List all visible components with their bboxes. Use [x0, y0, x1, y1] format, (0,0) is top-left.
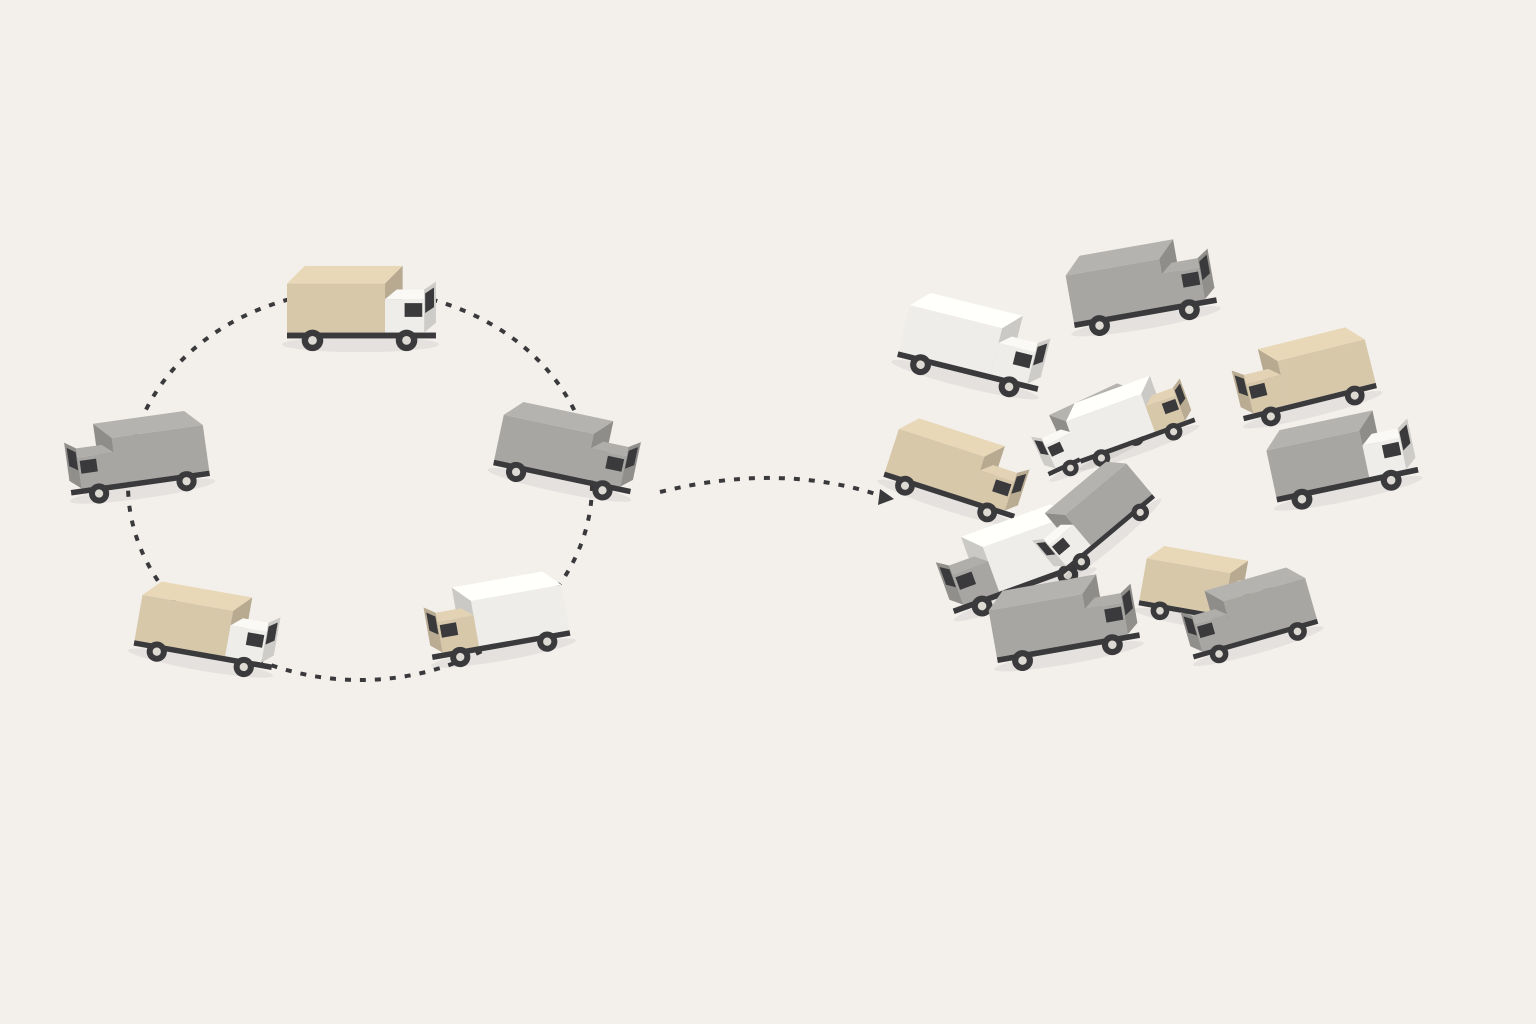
wheel — [146, 641, 167, 662]
window — [79, 458, 98, 474]
truck-cab — [990, 336, 1051, 384]
window — [1052, 537, 1071, 556]
wheel — [1131, 503, 1150, 522]
wheel — [1380, 469, 1402, 491]
windshield — [1033, 343, 1048, 366]
wheel — [301, 329, 324, 352]
wheel — [450, 646, 471, 668]
wheel — [977, 502, 998, 523]
wheel — [1089, 315, 1110, 337]
windshield — [939, 566, 957, 588]
wheel — [971, 595, 993, 617]
truck-cab — [1231, 368, 1289, 414]
wheel — [998, 376, 1020, 398]
windshield — [1036, 542, 1056, 556]
truck — [64, 410, 216, 504]
truck — [1032, 461, 1162, 582]
jammed-fleet — [877, 239, 1423, 672]
transition-dotted-arrow — [659, 476, 883, 498]
truck-cab — [935, 556, 1000, 605]
window — [1197, 622, 1216, 639]
wheel — [505, 461, 527, 483]
wheel — [233, 656, 254, 678]
wheel — [176, 471, 197, 492]
truck-cab — [1032, 524, 1091, 567]
windshield — [1183, 616, 1197, 636]
wheel — [1101, 634, 1123, 656]
window — [404, 303, 423, 317]
window — [439, 622, 459, 638]
wheel — [1291, 488, 1313, 510]
wheel — [1344, 385, 1365, 406]
truck-cab — [970, 465, 1030, 511]
windshield — [66, 447, 79, 471]
windshield — [425, 287, 434, 313]
truck-cab — [1084, 583, 1138, 641]
wheel — [1288, 622, 1307, 641]
wheel — [1260, 406, 1281, 427]
truck-cab — [1362, 418, 1416, 478]
windshield — [1122, 589, 1133, 616]
window — [1104, 606, 1124, 623]
truck-cab — [225, 617, 281, 663]
window — [605, 455, 625, 472]
window — [955, 571, 977, 590]
truck-cab — [1180, 609, 1236, 652]
truck — [423, 571, 576, 668]
truck — [487, 402, 641, 502]
wheel — [537, 631, 558, 652]
ordered-fleet — [64, 265, 641, 678]
wheel — [910, 354, 932, 376]
windshield — [1011, 473, 1027, 494]
truck — [877, 418, 1030, 527]
window — [1381, 441, 1402, 459]
truck-cab — [64, 442, 119, 489]
window — [1181, 271, 1201, 288]
wheel — [1012, 650, 1033, 672]
truck — [1180, 567, 1324, 667]
truck — [1266, 410, 1423, 511]
truck-cab — [584, 441, 641, 487]
truck — [1065, 239, 1221, 337]
window — [1047, 441, 1065, 457]
cargo-box — [451, 571, 570, 647]
wheel — [1178, 299, 1200, 321]
truck — [128, 581, 281, 678]
wheel — [895, 475, 915, 496]
wheel — [395, 329, 418, 352]
windshield — [265, 622, 278, 645]
wheel — [88, 483, 110, 504]
wheel — [1164, 422, 1183, 441]
windshield — [426, 612, 439, 635]
chassis — [287, 332, 436, 339]
truck-cab — [385, 281, 436, 333]
truck-cab — [1145, 378, 1192, 432]
wheel — [1209, 644, 1229, 664]
window — [992, 479, 1012, 497]
truck — [282, 265, 439, 353]
wheel — [1150, 601, 1170, 621]
window — [1012, 351, 1033, 369]
windshield — [1399, 424, 1411, 451]
window — [245, 632, 265, 648]
wheel — [592, 480, 613, 501]
wheel — [1072, 552, 1091, 571]
truck — [1231, 327, 1383, 429]
windshield — [1234, 375, 1249, 397]
windshield — [1034, 440, 1049, 456]
windshield — [624, 447, 639, 469]
truck — [891, 292, 1051, 400]
window — [1161, 398, 1180, 415]
truck-cab — [423, 607, 479, 653]
arrow-head-icon — [878, 489, 894, 505]
wheel — [1062, 459, 1079, 477]
truck-cab — [1161, 248, 1215, 306]
windshield — [1174, 383, 1186, 406]
windshield — [1199, 254, 1210, 281]
truck — [1066, 375, 1200, 471]
window — [1248, 382, 1268, 399]
truck — [988, 574, 1144, 672]
